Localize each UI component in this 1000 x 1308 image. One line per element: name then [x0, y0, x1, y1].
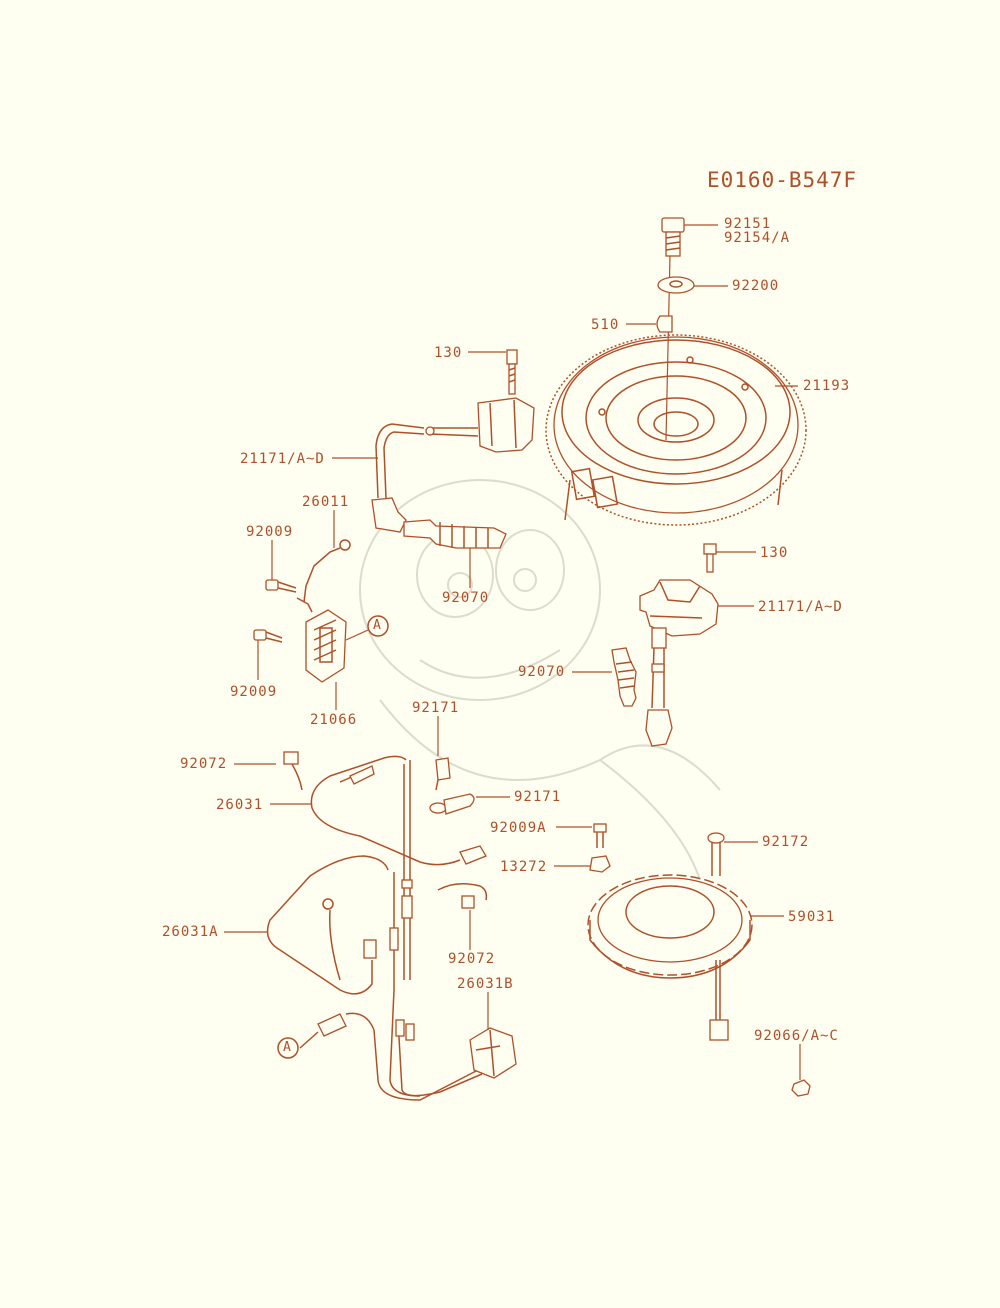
screw-92009-upper [265, 579, 297, 593]
flywheel-21193 [545, 334, 807, 526]
label-26031b: 26031B [457, 976, 514, 992]
callout-a-upper-letter: A [373, 618, 382, 633]
regulator-21066 [305, 609, 347, 683]
connector-92072-center [437, 883, 488, 909]
spark-plug-left [403, 519, 507, 549]
stator-59031 [587, 874, 753, 1041]
label-92009a: 92009A [490, 820, 547, 836]
label-21171-left: 21171/A~D [240, 451, 325, 467]
screw-92009-lower [253, 629, 283, 643]
label-92172: 92172 [762, 834, 810, 850]
label-21066: 21066 [310, 712, 358, 728]
harness-26031b [299, 1012, 517, 1101]
screw-92172 [707, 832, 725, 876]
label-92200: 92200 [732, 278, 780, 294]
label-92070-right: 92070 [518, 664, 566, 680]
spark-plug-right [611, 647, 637, 707]
label-21193: 21193 [803, 378, 851, 394]
bolt-92151 [661, 217, 685, 257]
clamp-92171-lower [429, 793, 475, 815]
label-21171-right: 21171/A~D [758, 599, 843, 615]
label-130-right: 130 [760, 545, 789, 561]
label-92009-upper: 92009 [246, 524, 294, 540]
diagram-code: E0160-B547F [707, 168, 858, 192]
label-92009-lower: 92009 [230, 684, 278, 700]
washer-92200 [657, 276, 695, 294]
clamp-92171-upper [435, 757, 451, 791]
callout-a-upper [367, 615, 389, 637]
label-92072-left: 92072 [180, 756, 228, 772]
label-92072-center: 92072 [448, 951, 496, 967]
label-92070-left: 92070 [442, 590, 490, 606]
label-26031: 26031 [216, 797, 264, 813]
label-510: 510 [591, 317, 620, 333]
nut-92066 [791, 1079, 811, 1097]
label-130-top: 130 [434, 345, 463, 361]
ignition-coil-right [639, 543, 719, 747]
label-13272: 13272 [500, 859, 548, 875]
label-92171-upper: 92171 [412, 700, 460, 716]
leader-lines [224, 224, 801, 1080]
label-26011: 26011 [302, 494, 350, 510]
label-92171-lower: 92171 [514, 789, 562, 805]
ground-lead-26011 [296, 539, 351, 613]
ignition-coil-upper [371, 349, 535, 533]
bracket-13272 [589, 855, 611, 873]
callout-a-lower [277, 1037, 299, 1059]
harness-26031 [283, 751, 487, 980]
label-92154a: 92154/A [724, 230, 791, 246]
label-26031a: 26031A [162, 924, 219, 940]
label-59031: 59031 [788, 909, 836, 925]
label-92151: 92151 [724, 216, 772, 232]
screw-92009a [593, 823, 607, 833]
callout-a-lower-letter: A [283, 1040, 292, 1055]
harness-26031a [266, 855, 421, 1097]
label-92066: 92066/A~C [754, 1028, 839, 1044]
key-510 [656, 315, 673, 333]
